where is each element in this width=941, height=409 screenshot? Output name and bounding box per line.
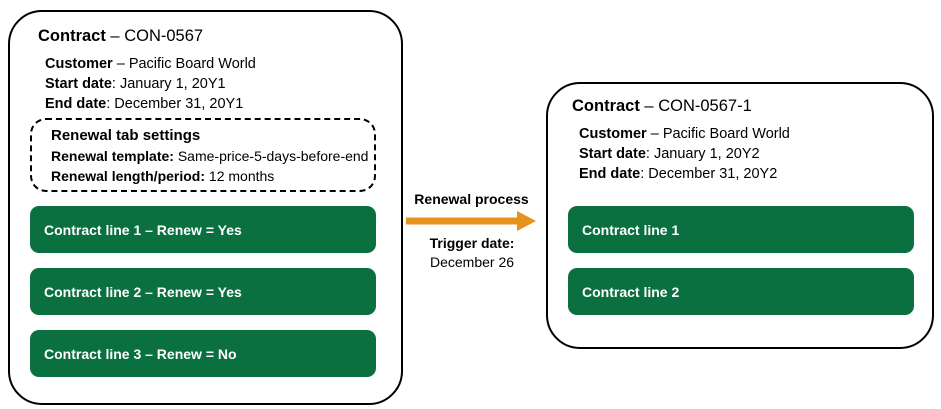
- renewed-detail-end-date-separator: :: [640, 166, 649, 182]
- source-detail-customer-label: Customer: [45, 56, 113, 72]
- renewal-length-label: Renewal length/period:: [51, 168, 206, 184]
- renewal-length-row: Renewal length/period: 12 months: [51, 166, 368, 186]
- renewal-template-label: Renewal template:: [51, 148, 174, 164]
- source-detail-start-date: Start date: January 1, 20Y1: [45, 74, 256, 94]
- source-contract-line-3: Contract line 3 – Renew = No: [30, 330, 376, 377]
- source-detail-end-date-value: December 31, 20Y1: [114, 96, 244, 112]
- renewal-process-arrow-group: Renewal process Trigger date: December 2…: [404, 190, 539, 270]
- source-contract-title-label: Contract: [38, 27, 106, 45]
- trigger-date-block: Trigger date: December 26: [402, 234, 542, 272]
- source-detail-start-date-value: January 1, 20Y1: [119, 76, 226, 92]
- source-detail-customer: Customer – Pacific Board World: [45, 54, 256, 74]
- renewed-detail-end-date: End date: December 31, 20Y2: [579, 164, 790, 184]
- source-detail-end-date-separator: :: [106, 96, 115, 112]
- renewed-detail-end-date-label: End date: [579, 166, 641, 182]
- renewal-tab-settings-rows: Renewal template: Same-price-5-days-befo…: [51, 146, 368, 186]
- source-contract-details: Customer – Pacific Board World Start dat…: [45, 54, 256, 114]
- source-contract-line-3-label: Contract line 3 – Renew = No: [44, 345, 237, 362]
- renewal-length-value: 12 months: [208, 168, 275, 184]
- right-arrow-icon: [406, 211, 536, 231]
- trigger-date-label: Trigger date:: [429, 235, 515, 251]
- source-detail-start-date-label: Start date: [45, 76, 112, 92]
- renewed-contract-title: Contract – CON-0567-1: [572, 96, 752, 116]
- source-contract-title-value: CON-0567: [124, 27, 204, 45]
- source-contract-line-2-label: Contract line 2 – Renew = Yes: [44, 283, 242, 300]
- source-contract-title-separator: –: [105, 27, 125, 45]
- renewed-contract-line-1-label: Contract line 1: [582, 221, 680, 238]
- renewal-template-row: Renewal template: Same-price-5-days-befo…: [51, 146, 368, 166]
- renewed-contract-details: Customer – Pacific Board World Start dat…: [579, 124, 790, 184]
- renewal-process-caption: Renewal process: [414, 191, 529, 207]
- source-contract-title: Contract – CON-0567: [38, 26, 203, 46]
- renewed-detail-start-date-label: Start date: [579, 146, 646, 162]
- source-contract-line-1: Contract line 1 – Renew = Yes: [30, 206, 376, 253]
- renewed-detail-start-date-value: January 1, 20Y2: [653, 146, 760, 162]
- renewal-tab-settings-heading: Renewal tab settings: [51, 127, 201, 144]
- source-contract-line-1-label: Contract line 1 – Renew = Yes: [44, 221, 242, 238]
- source-contract-line-2: Contract line 2 – Renew = Yes: [30, 268, 376, 315]
- renewed-contract-title-value: CON-0567-1: [658, 97, 752, 115]
- renewed-contract-title-separator: –: [639, 97, 659, 115]
- renewed-contract-line-2-label: Contract line 2: [582, 283, 680, 300]
- renewed-detail-customer-label: Customer: [579, 126, 647, 142]
- renewed-detail-customer-value: Pacific Board World: [662, 126, 790, 142]
- renewed-detail-customer-separator: –: [646, 126, 663, 142]
- renewed-contract-title-label: Contract: [572, 97, 640, 115]
- source-detail-end-date-label: End date: [45, 96, 107, 112]
- renewed-detail-customer: Customer – Pacific Board World: [579, 124, 790, 144]
- renewed-detail-start-date-separator: :: [645, 146, 654, 162]
- renewal-template-value: Same-price-5-days-before-end: [177, 148, 369, 164]
- renewed-detail-end-date-value: December 31, 20Y2: [648, 166, 778, 182]
- source-detail-customer-value: Pacific Board World: [128, 56, 256, 72]
- source-detail-start-date-separator: :: [111, 76, 120, 92]
- source-detail-end-date: End date: December 31, 20Y1: [45, 94, 256, 114]
- renewed-detail-start-date: Start date: January 1, 20Y2: [579, 144, 790, 164]
- trigger-date-value: December 26: [429, 254, 515, 270]
- renewal-tab-settings-box: Renewal tab settings Renewal template: S…: [30, 118, 376, 192]
- source-detail-customer-separator: –: [112, 56, 129, 72]
- renewed-contract-line-1: Contract line 1: [568, 206, 914, 253]
- renewed-contract-line-2: Contract line 2: [568, 268, 914, 315]
